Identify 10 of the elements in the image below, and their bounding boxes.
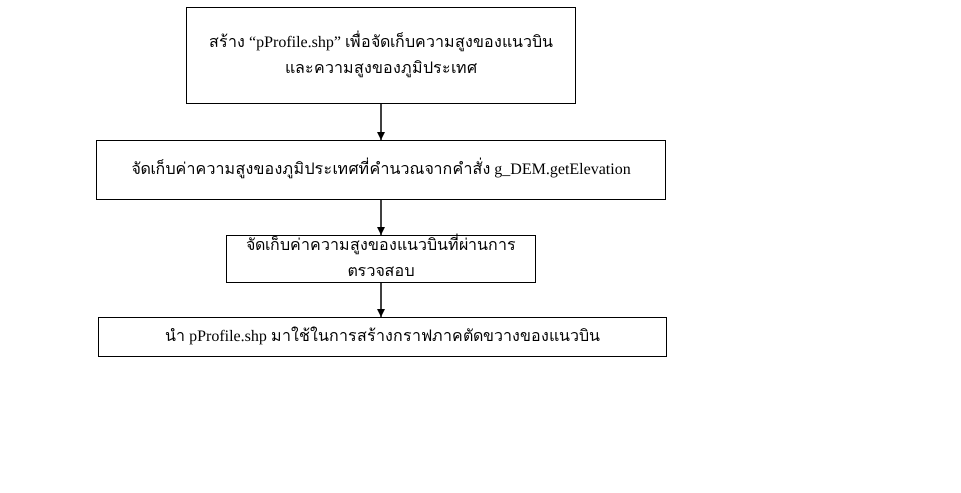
step-text: สร้าง “pProfile.shp” เพื่อจัดเก็บความสูงของแนวบิน และความสูงของภูมิประเทศ — [187, 30, 575, 82]
arrow — [377, 104, 385, 140]
process-box — [98, 317, 667, 357]
arrow — [377, 283, 385, 317]
arrow — [377, 200, 385, 235]
process-box — [96, 140, 666, 200]
step-text: จัดเก็บค่าความสูงของแนวบินที่ผ่านการตรวจสอบ — [227, 233, 535, 285]
step-text: นำ pProfile.shp มาใช้ในการสร้างกราฟภาคตัดขวางของแนวบิน — [164, 326, 601, 348]
process-box — [186, 7, 576, 104]
step-text: จัดเก็บค่าความสูงของภูมิประเทศที่คำนวณจากคำสั่ง g_DEM.getElevation — [123, 157, 639, 183]
